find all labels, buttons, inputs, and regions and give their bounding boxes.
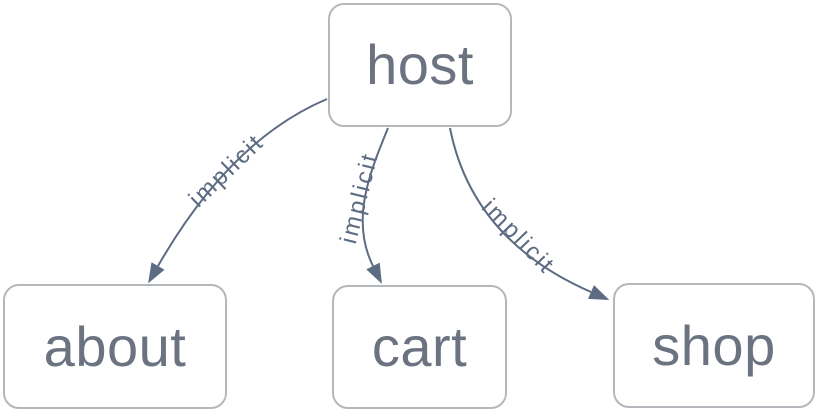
node-cart: cart: [332, 285, 507, 409]
edge-host-cart: [361, 127, 389, 267]
arrowhead-host-about: [148, 262, 165, 284]
node-cart-label: cart: [371, 315, 468, 378]
node-about-label: about: [43, 314, 187, 378]
node-host-label: host: [366, 33, 474, 96]
node-shop-label: shop: [652, 313, 776, 377]
node-shop: shop: [613, 283, 815, 408]
arrowhead-host-shop: [588, 285, 610, 300]
edge-host-about: [157, 98, 328, 267]
edge-host-shop: [449, 127, 592, 293]
node-about: about: [3, 284, 227, 409]
node-host: host: [328, 3, 512, 127]
arrowhead-host-cart: [366, 262, 382, 284]
